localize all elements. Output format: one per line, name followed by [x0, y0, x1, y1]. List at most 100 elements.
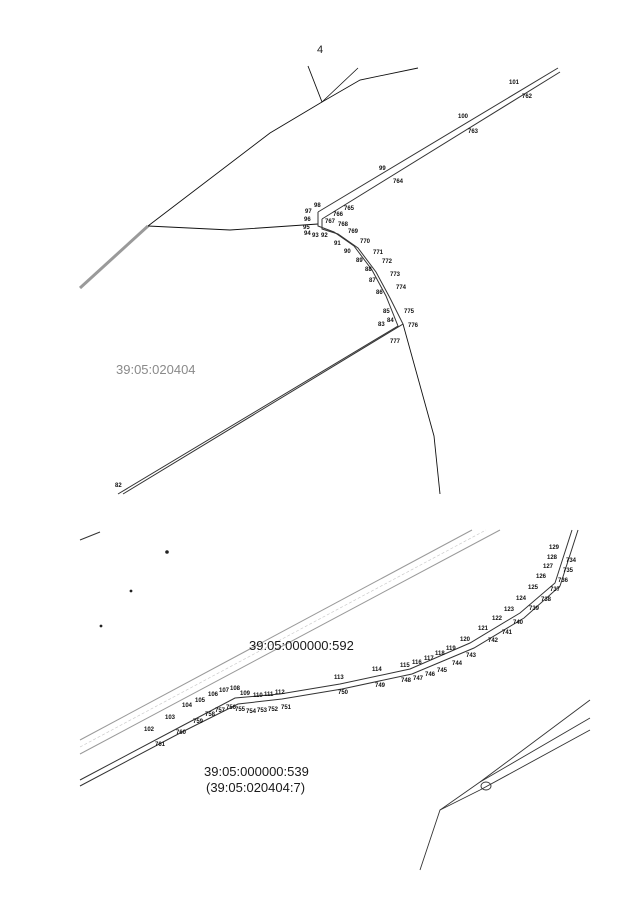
point-label: 116: [412, 660, 422, 666]
point-label: 96: [304, 217, 311, 223]
point-label: 92: [321, 233, 328, 239]
page-number: 4: [316, 44, 324, 56]
point-label: 127: [543, 564, 554, 570]
map-shape: [480, 781, 492, 791]
point-label: 123: [504, 607, 515, 613]
point-label: 104: [182, 703, 193, 709]
point-label: 760: [176, 730, 187, 736]
point-label: 755: [235, 707, 246, 713]
point-label: 118: [435, 651, 445, 657]
point-label: 753: [257, 708, 268, 714]
point-label: 91: [334, 241, 341, 247]
point-label: 735: [563, 568, 574, 574]
point-label: 111: [264, 692, 274, 698]
point-label: 763: [468, 129, 479, 135]
point-label: 115: [400, 663, 410, 669]
boundary-line: [147, 223, 319, 231]
parcel-strip-top: [117, 67, 561, 495]
point-label: 758: [205, 712, 216, 718]
point-label: 744: [452, 661, 463, 667]
point-label: 90: [344, 249, 351, 255]
point-label: 121: [478, 626, 489, 632]
point-label: 100: [458, 114, 469, 120]
road-band: [79, 529, 501, 755]
point-label: 103: [165, 715, 176, 721]
point-label: 742: [488, 638, 499, 644]
point-label: 106: [208, 692, 219, 698]
bottom-map: 39:05:000000:592 39:05:000000:539 (39:05…: [79, 529, 591, 871]
point-label: 766: [333, 212, 344, 218]
point-label: 109: [240, 691, 251, 697]
parcel-label-top: 39:05:020404: [116, 362, 196, 377]
point-label: 87: [369, 278, 376, 284]
boundary-line: [402, 323, 441, 495]
point-label: 107: [219, 688, 230, 694]
point-label: 747: [413, 676, 424, 682]
point-label: 738: [541, 597, 552, 603]
point-label: 129: [549, 545, 560, 551]
point-label: 93: [312, 233, 319, 239]
parcel-strip-bottom: [79, 529, 579, 787]
point-label: 761: [155, 742, 166, 748]
point-label: 767: [325, 219, 336, 225]
point-label: 94: [304, 231, 311, 237]
point-label: 108: [230, 686, 241, 692]
point-label: 741: [502, 630, 513, 636]
point-label: 84: [387, 318, 394, 324]
point-label: 776: [408, 323, 419, 329]
point-label: 95: [303, 225, 310, 231]
point-label: 756: [226, 705, 237, 711]
point-label: 98: [314, 203, 321, 209]
parcel-label-539: 39:05:000000:539: [204, 764, 309, 779]
boundary-line: [147, 101, 323, 227]
point-label: 82: [115, 483, 122, 489]
point-label: 85: [383, 309, 390, 315]
point-label: 772: [382, 259, 393, 265]
point-label: 771: [373, 250, 384, 256]
point-label: 88: [365, 267, 372, 273]
point-label: 768: [338, 222, 349, 228]
point-label: 764: [393, 179, 404, 185]
parcel-label-592: 39:05:000000:592: [249, 638, 354, 653]
point-label: 119: [446, 646, 456, 652]
point-label: 748: [401, 678, 412, 684]
point-label: 737: [550, 587, 561, 593]
point-label: 746: [425, 672, 436, 678]
point-label: 757: [215, 708, 226, 714]
point-label: 83: [378, 322, 385, 328]
boundary-line: [78, 224, 150, 290]
point-label: 125: [528, 585, 539, 591]
boundary-line: [419, 699, 591, 871]
point-label: 739: [529, 606, 540, 612]
point-label: 89: [356, 258, 363, 264]
point-label: 759: [193, 719, 204, 725]
point-label: 775: [404, 309, 415, 315]
point-label: 114: [372, 667, 382, 673]
point-label: 128: [547, 555, 558, 561]
point-label: 86: [376, 290, 383, 296]
point-label: 754: [246, 709, 257, 715]
point-label: 124: [516, 596, 527, 602]
point-label: 117: [424, 656, 434, 662]
point-label: 112: [275, 690, 285, 696]
point-label: 740: [513, 620, 524, 626]
point-label: 749: [375, 683, 386, 689]
point-label: 110: [253, 693, 263, 699]
point-label: 751: [281, 705, 292, 711]
boundary-line: [307, 65, 419, 103]
point-label: 734: [566, 558, 577, 564]
point-label: 736: [558, 578, 569, 584]
point-label: 762: [522, 94, 533, 100]
boundary-line: [79, 531, 101, 541]
point-label: 122: [492, 616, 503, 622]
map-dot: [129, 589, 133, 593]
map-dot: [99, 624, 103, 628]
point-label: 773: [390, 272, 401, 278]
top-map: 39:05:020404 82 83 84 85 86 87 88 89 90 …: [78, 65, 561, 495]
point-label: 774: [396, 285, 407, 291]
point-label: 120: [460, 637, 471, 643]
point-label: 777: [390, 339, 401, 345]
point-label: 769: [348, 229, 359, 235]
point-label: 770: [360, 239, 371, 245]
